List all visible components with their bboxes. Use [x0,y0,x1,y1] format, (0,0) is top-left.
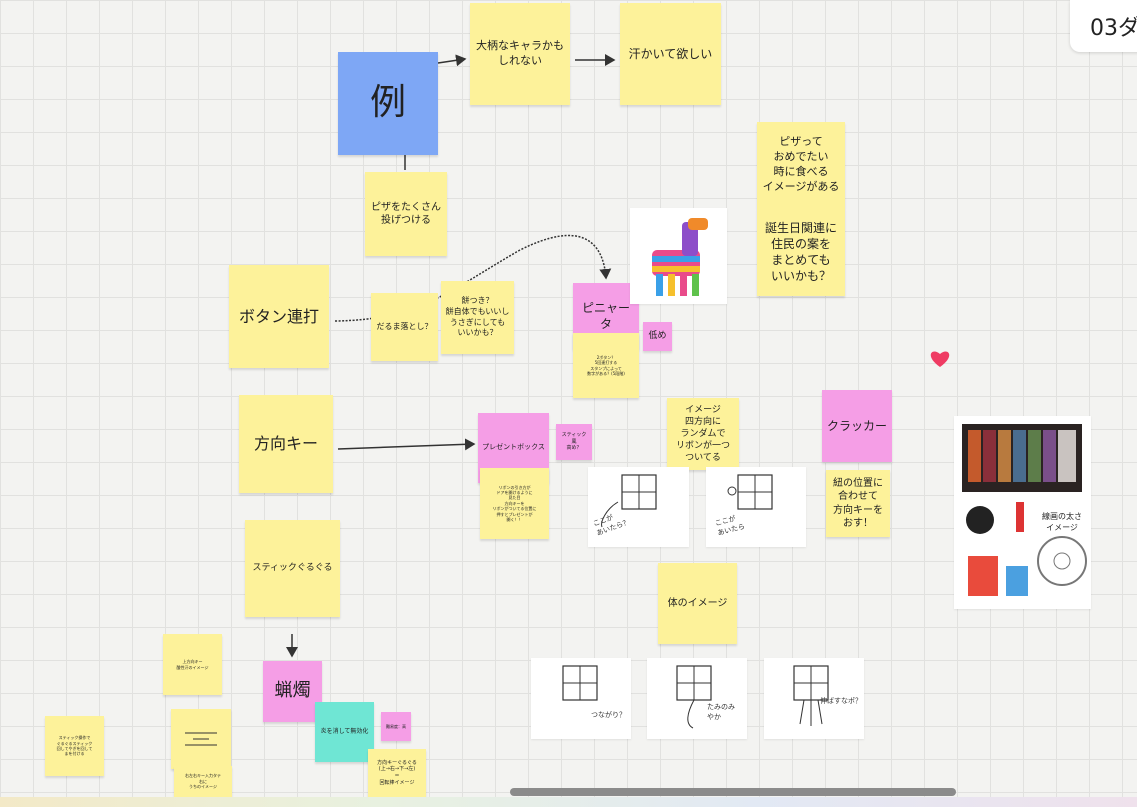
palette-reference-image[interactable]: 線画の太さ イメージ [954,416,1091,609]
sticky-stick-side2[interactable]: 右左右キー入力タテ 右に うちのイメージ [174,766,232,797]
sticky-daruma[interactable]: だるま落とし？ [371,293,438,361]
sticky-difficulty[interactable]: 難易度：高 [381,712,411,741]
sticky-button-mash[interactable]: ボタン連打 [229,265,329,368]
sticky-pinata-desc[interactable]: 2ボタン？ 5回連打する スタンプによって 数字がある？(5段階) [573,333,639,398]
sticky-stick-low[interactable]: スティック風 高め？ [556,424,592,460]
sticky-body-image[interactable]: 体のイメージ [658,563,737,644]
sketch-box-3[interactable]: つながり？ [531,658,631,739]
sticky-example[interactable]: 例 [338,52,438,155]
sticky-big-chara[interactable]: 大柄なキャラかも しれない [470,3,570,105]
board-header-chip[interactable]: 03ダ [1070,0,1137,52]
connector-example-bigchara [437,54,467,67]
sticky-pizza-celebrate[interactable]: ピザって おめでたい 時に食べる イメージがある [757,122,845,208]
connector-arrowkeys-present [337,438,476,451]
gift-box-sketch-icon [676,665,712,729]
sticky-birthday[interactable]: 誕生日関連に 住民の案を まとめても いいかも？ [757,208,845,296]
sticky-candle[interactable]: 蝋燭 [263,661,322,722]
sketch-note-5: 伸ばすなポ？ [820,697,862,705]
sticky-stick-spin[interactable]: スティックぐるぐる [245,520,340,617]
gift-box-sketch-icon [793,665,829,726]
sticky-sweat[interactable]: 汗かいて欲しい [620,3,721,105]
pinata-llama-icon [652,218,708,296]
sketch-note-3: つながり？ [591,711,626,719]
color-palette-icon [962,424,1087,596]
horizontal-scrollbar[interactable] [510,788,956,796]
sticky-blow-out[interactable]: 炎を消して無効化 [315,702,374,762]
gift-box-sketch-icon [601,474,657,528]
sketch-box-5[interactable]: 伸ばすなポ？ [764,658,864,739]
heart-icon[interactable] [930,350,950,368]
sticky-up-arrow[interactable]: 上方向キー 酸性汗のイメージ [163,634,222,695]
sketch-box-1[interactable]: ここが あいたら？ [588,467,689,547]
pinata-llama-image[interactable] [630,208,727,304]
sticky-arrow-spin[interactable]: 方向キーぐるぐる (上→右→下→左) ＝ 回転棒イメージ [368,749,426,797]
sticky-image-four-dir[interactable]: イメージ 四方向に ランダムで リボンが一つ ついてる [667,398,739,470]
sticky-arrow-keys[interactable]: 方向キー [239,395,333,493]
sticky-present-desc[interactable]: リボンの引き方が ドアを開けるように 見た目 方向キーを リボンがついてる位置に… [480,468,549,539]
lines-sketch-icon [185,732,217,746]
sketch-box-2[interactable]: ここが あいたら [706,467,806,547]
sketch-note-4: たみのみ やか [707,703,735,721]
sticky-cracker[interactable]: クラッカー [822,390,892,462]
sticky-lines[interactable] [171,709,231,769]
bottom-toolbar-edge [0,797,1137,807]
sketch-box-4[interactable]: たみのみ やか [647,658,747,739]
gift-box-sketch-icon [562,665,598,701]
sticky-pizza-throw[interactable]: ピザをたくさん 投げつける [365,172,447,256]
sticky-low[interactable]: 低め [643,322,672,351]
palette-caption: 線画の太さ イメージ [1042,512,1082,532]
sticky-string-pos[interactable]: 紐の位置に 合わせて 方向キーを おす！ [826,470,890,537]
gift-box-sketch-icon [727,474,773,510]
sticky-mochitsuki[interactable]: 餅つき？ 餅自体でもいいし うさぎにしても いいかも？ [441,281,514,354]
sticky-stick-side[interactable]: スティック操作で ぐるぐるスティック 回してやぎを回して まを付ける [45,716,104,776]
